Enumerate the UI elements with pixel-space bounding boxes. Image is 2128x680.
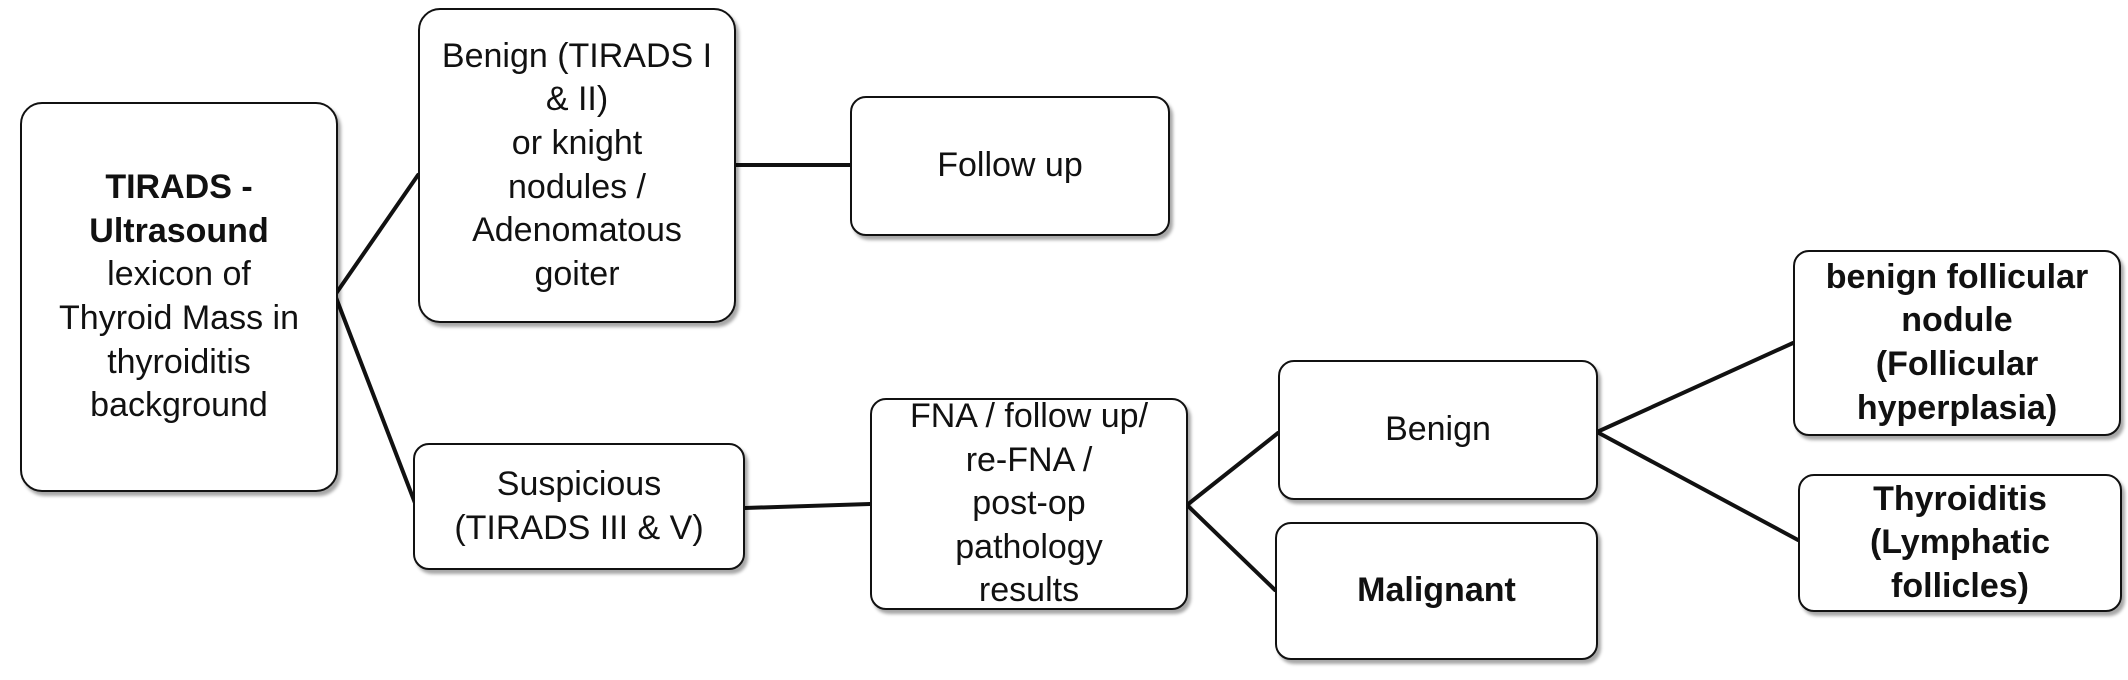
node-thyroiditis: Thyroiditis (Lymphatic follicles) xyxy=(1798,474,2122,612)
malignant-label: Malignant xyxy=(1357,571,1516,610)
fna-line: pathology xyxy=(955,527,1103,566)
benign-group-line: nodules / xyxy=(508,167,646,206)
node-benign-tirads: Benign (TIRADS I & II) or knight nodules… xyxy=(418,8,736,323)
node-follicular-nodule: benign follicular nodule (Follicular hyp… xyxy=(1793,250,2121,436)
thyroiditis-line: (Lymphatic xyxy=(1869,523,2051,562)
root-title-line: Ultrasound xyxy=(89,211,269,250)
benign-group-line: Adenomatous xyxy=(472,211,682,250)
connector-root-to-benign xyxy=(333,173,420,297)
connector-benign-to-follicular xyxy=(1595,341,1795,434)
connector-fna-to-malignant xyxy=(1185,503,1277,592)
suspicious-line: Suspicious xyxy=(496,464,662,503)
follicular-line: benign follicular xyxy=(1825,257,2089,296)
root-text-line: lexicon of xyxy=(107,255,251,294)
root-title-line: TIRADS - xyxy=(105,168,253,207)
connector-root-to-suspicious xyxy=(333,293,417,505)
node-fna: FNA / follow up/ re-FNA / post-op pathol… xyxy=(870,397,1188,610)
benign-group-line: goiter xyxy=(534,254,620,293)
root-text-line: thyroiditis xyxy=(107,342,251,381)
follicular-line: nodule xyxy=(1901,301,2013,340)
thyroiditis-line: follicles) xyxy=(1891,566,2029,605)
node-follow-up: Follow up xyxy=(850,96,1170,236)
benign-group-line: Benign (TIRADS I xyxy=(441,36,713,75)
fna-line: post-op xyxy=(972,484,1086,523)
node-suspicious: Suspicious (TIRADS III & V) xyxy=(413,443,745,570)
follicular-line: hyperplasia) xyxy=(1856,388,2058,427)
node-benign-result: Benign xyxy=(1278,360,1598,500)
follow-up-label: Follow up xyxy=(937,146,1083,185)
connector-fna-to-benign xyxy=(1185,431,1280,507)
benign-group-line: or knight xyxy=(511,123,643,162)
fna-line: results xyxy=(978,571,1080,610)
connector-suspicious-to-fna xyxy=(743,502,872,510)
suspicious-line: (TIRADS III & V) xyxy=(454,508,704,547)
thyroiditis-line: Thyroiditis xyxy=(1873,479,2047,518)
root-node-tirads: TIRADS - Ultrasound lexicon of Thyroid M… xyxy=(20,102,338,492)
node-malignant: Malignant xyxy=(1275,522,1598,660)
benign-result-label: Benign xyxy=(1385,410,1491,449)
fna-line: re-FNA / xyxy=(965,440,1093,479)
connector-benign-to-thyroiditis xyxy=(1595,430,1800,542)
follicular-line: (Follicular xyxy=(1875,345,2039,383)
root-text-line: Thyroid Mass in xyxy=(59,299,299,337)
fna-line: FNA / follow up/ xyxy=(909,397,1149,436)
benign-group-line: & II) xyxy=(545,80,609,119)
root-text-line: background xyxy=(90,386,268,425)
